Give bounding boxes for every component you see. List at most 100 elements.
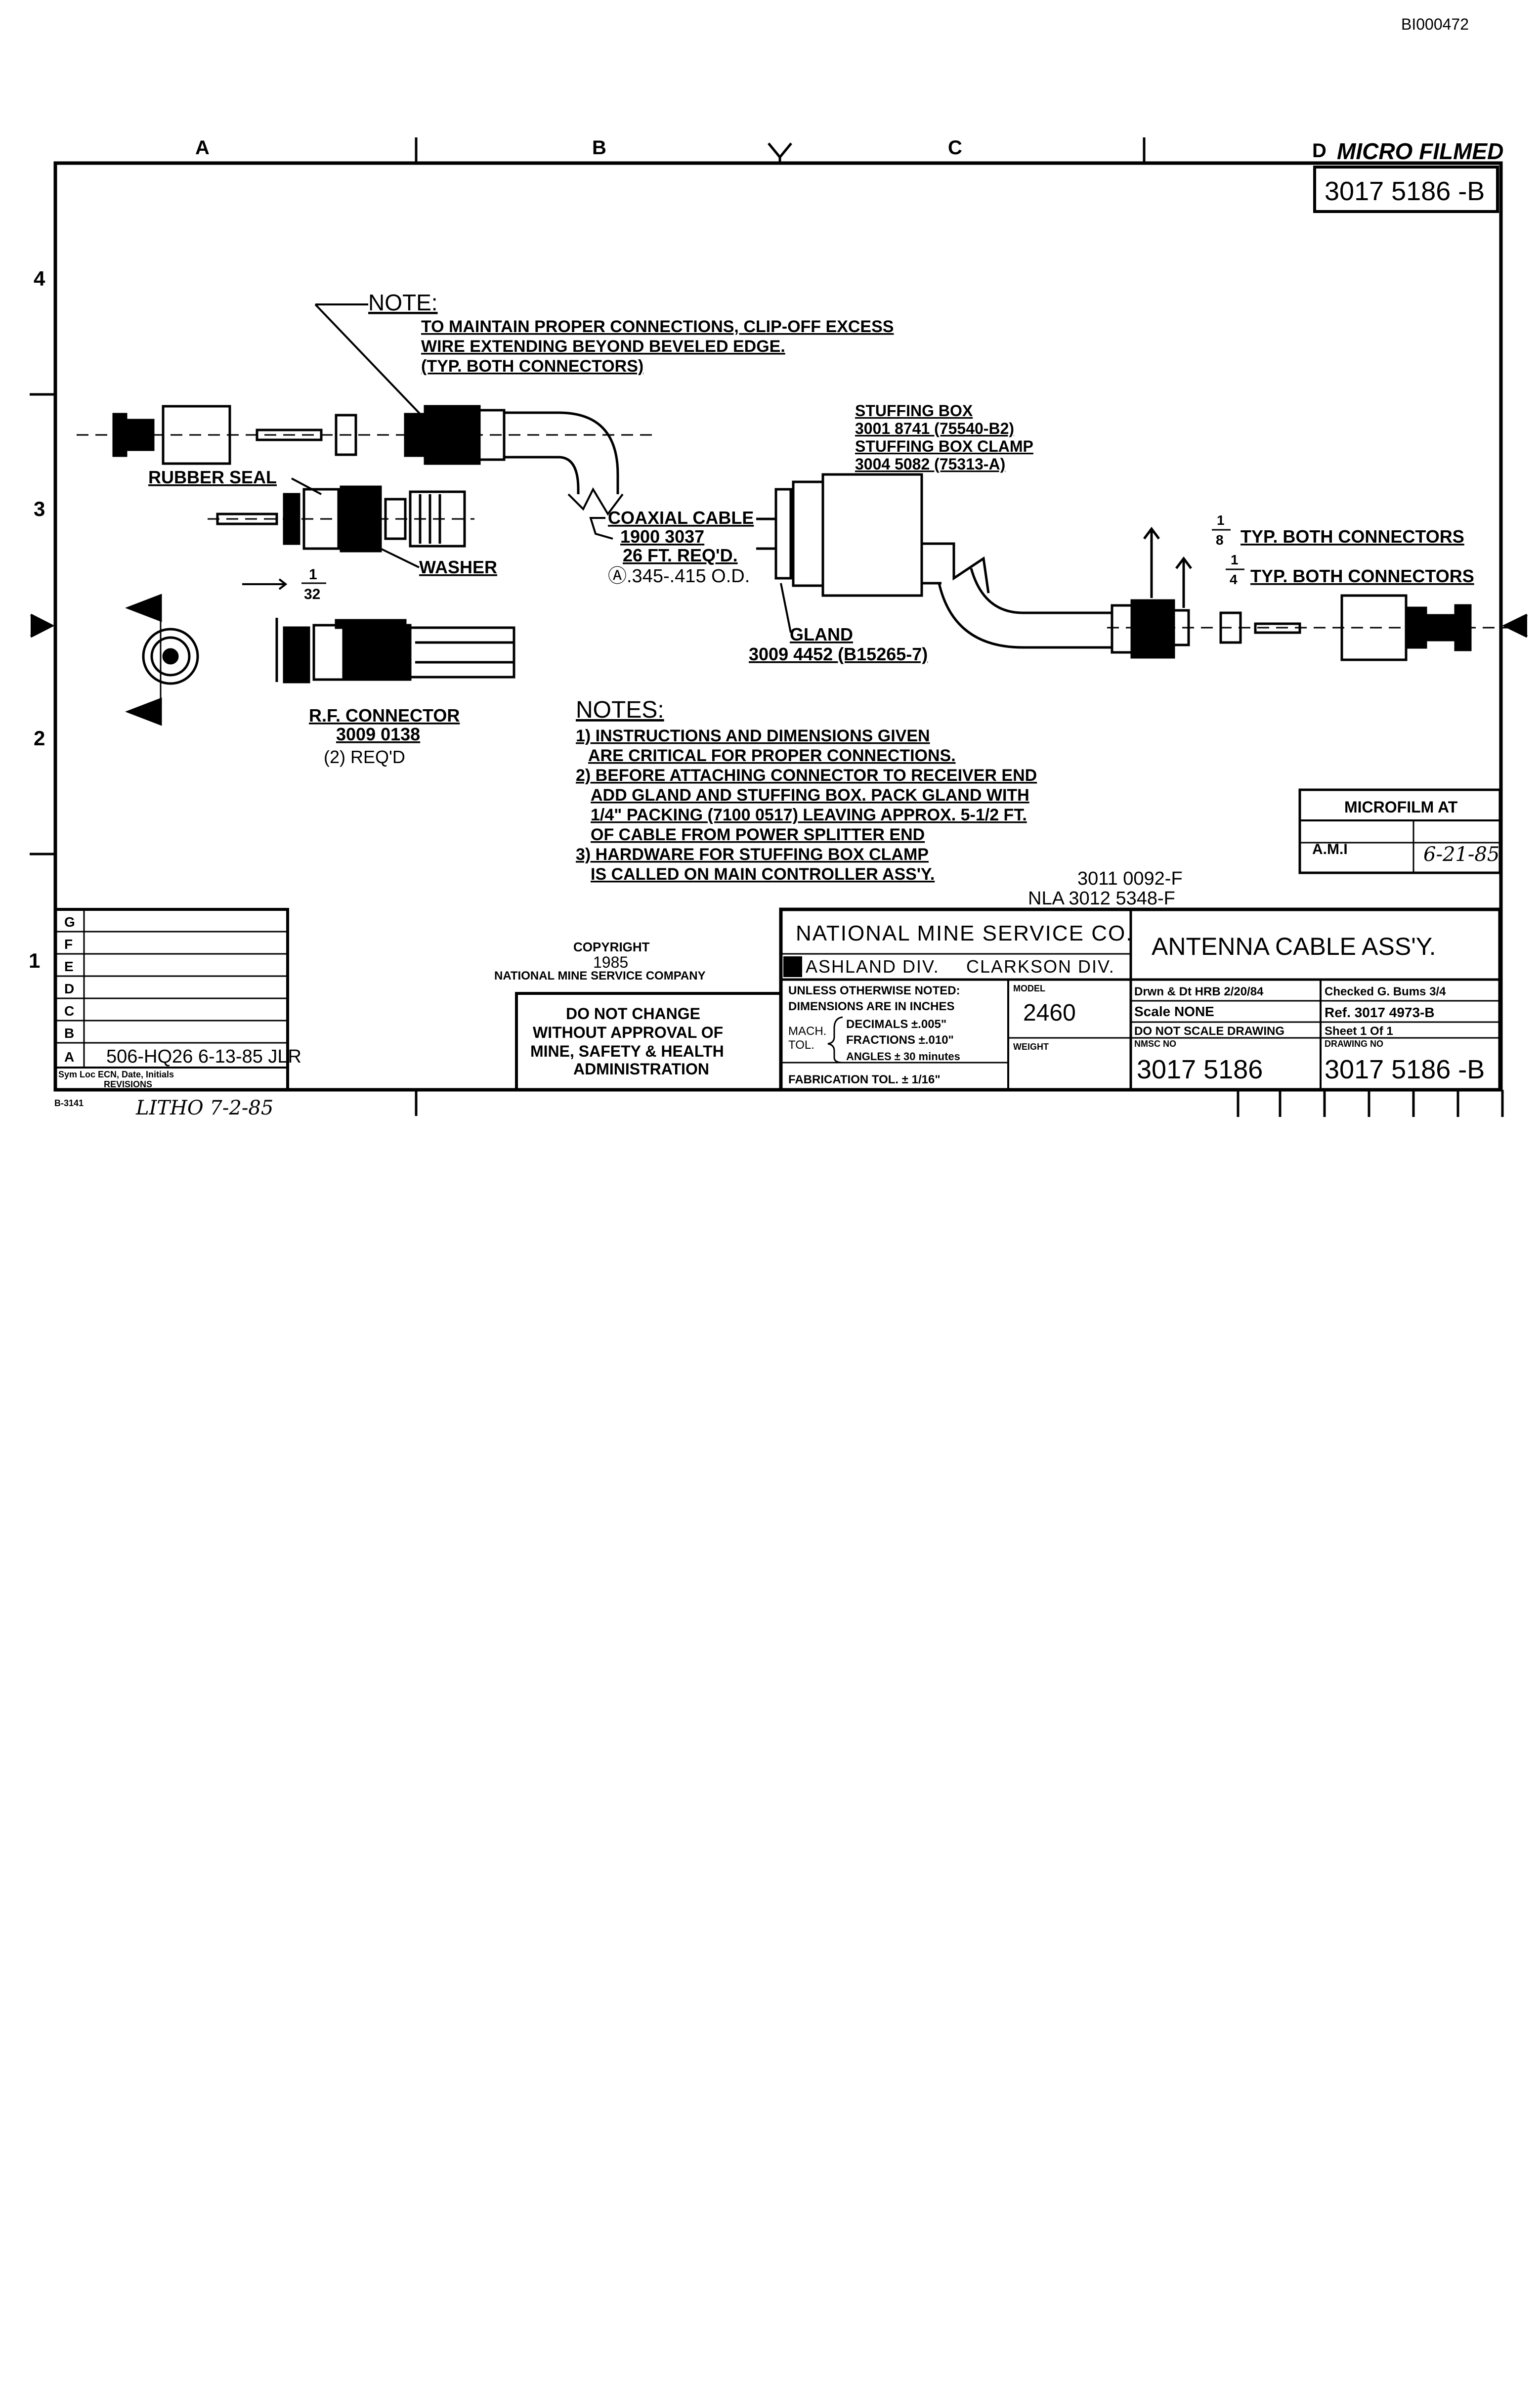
stuffing-line: 3001 8741 (75540-B2) [855, 420, 1014, 437]
notes-heading: NOTES: [576, 697, 664, 723]
bottom-ticks [415, 1090, 1504, 1117]
dimension-denominator: 8 [1216, 532, 1224, 548]
notes-line: ARE CRITICAL FOR PROPER CONNECTIONS. [588, 746, 956, 765]
dimension-numerator: 1 [1231, 552, 1239, 567]
reference-number: NLA 3012 5348-F [1028, 888, 1175, 909]
revision-letter: G [64, 914, 75, 930]
leader-line [291, 477, 322, 495]
dimensions-inches: DIMENSIONS ARE IN INCHES [788, 1000, 954, 1013]
gland-line: 3009 4452 (B15265-7) [749, 644, 928, 664]
division-left: ASHLAND DIV. [806, 956, 940, 977]
fractions-tolerance: FRACTIONS ±.010" [846, 1033, 954, 1047]
revision-letter: F [64, 937, 73, 952]
typ-both-connectors: TYP. BOTH CONNECTORS [1250, 566, 1474, 586]
zone-number: 1 [29, 949, 40, 972]
sheet-number: Sheet 1 Of 1 [1325, 1025, 1393, 1038]
notes-line: 1/4" PACKING (7100 0517) LEAVING APPROX.… [591, 806, 1027, 824]
zone-number: 2 [34, 727, 45, 750]
typ-both-connectors: TYP. BOTH CONNECTORS [1241, 526, 1464, 547]
coax-line: 1900 3037 [620, 526, 704, 547]
gland-label: GLAND 3009 4452 (B15265-7) [749, 583, 928, 664]
unless-noted: UNLESS OTHERWISE NOTED: [788, 984, 960, 997]
notes-line: ADD GLAND AND STUFFING BOX. PACK GLAND W… [591, 786, 1029, 805]
corner-drawing-number: 3017 5186 -B [1325, 176, 1485, 206]
copyright-line: COPYRIGHT [573, 940, 650, 954]
washer-label: WASHER [419, 557, 497, 577]
notes-line: 1) INSTRUCTIONS AND DIMENSIONS GIVEN [576, 727, 930, 745]
model-label: MODEL [1013, 984, 1045, 993]
note-line: (TYP. BOTH CONNECTORS) [421, 357, 643, 376]
copyright-company: NATIONAL MINE SERVICE COMPANY [494, 969, 706, 983]
corner-number-box [1313, 166, 1499, 213]
dimension-1-8: 1 8 TYP. BOTH CONNECTORS [1212, 513, 1464, 548]
fabrication-tolerance: FABRICATION TOL. ± 1/16" [788, 1073, 941, 1086]
rubber-seal-label: RUBBER SEAL [148, 467, 277, 487]
form-number: B-3141 [54, 1098, 84, 1108]
microfilm-date: 6-21-85 [1423, 843, 1499, 866]
notes-line: 3) HARDWARE FOR STUFFING BOX CLAMP [576, 845, 929, 864]
zone-ticks-top [415, 137, 1146, 163]
note-heading: NOTE: [368, 290, 438, 315]
do-not-change-line: DO NOT CHANGE [566, 1005, 700, 1023]
revision-letter: A [64, 1049, 74, 1065]
revision-letter: E [64, 959, 74, 974]
tolerance-brace [827, 1016, 843, 1064]
revision-letter: D [64, 981, 74, 996]
reference-drawing: Ref. 3017 4973-B [1325, 1005, 1435, 1020]
stuffing-line: 3004 5082 (75313-A) [855, 455, 1005, 473]
do-not-scale: DO NOT SCALE DRAWING [1134, 1025, 1284, 1038]
zone-letters-top: A B C D [195, 137, 1326, 162]
revisions-footer: Sym Loc ECN, Date, Initials [58, 1070, 174, 1079]
dimension-numerator: 1 [309, 566, 317, 583]
note-line: WIRE EXTENDING BEYOND BEVELED EDGE. [421, 337, 785, 356]
drawing-title: ANTENNA CABLE ASS'Y. [1152, 933, 1436, 960]
stuffing-line: STUFFING BOX CLAMP [855, 437, 1033, 455]
note-top: NOTE: TO MAINTAIN PROPER CONNECTIONS, CL… [314, 290, 894, 420]
stuffing-box-label: STUFFING BOX 3001 8741 (75540-B2) STUFFI… [855, 402, 1033, 473]
dimension-1-32: 1 32 [242, 566, 326, 602]
connector-exploded-right [1107, 526, 1522, 661]
zone-letter: D [1312, 140, 1326, 162]
tol-label: TOL. [788, 1038, 814, 1052]
rf-connector-label: R.F. CONNECTOR 3009 0138 (2) REQ'D [309, 705, 460, 767]
model-number: 2460 [1023, 1000, 1076, 1026]
dimension-denominator: 32 [304, 586, 320, 602]
do-not-change-box: DO NOT CHANGE WITHOUT APPROVAL OF MINE, … [515, 992, 782, 1091]
drawn-by: Drwn & Dt HRB 2/20/84 [1134, 985, 1264, 998]
title-block [779, 907, 1502, 1092]
zone-letter: B [592, 137, 606, 159]
microfilm-box: MICROFILM AT A.M.I 6-21-85 [1298, 788, 1501, 874]
revision-letters: G F E D C B A [64, 914, 75, 1065]
rf-line: (2) REQ'D [324, 747, 405, 767]
rf-line: 3009 0138 [336, 724, 420, 744]
company-name: NATIONAL MINE SERVICE CO. [796, 921, 1133, 945]
microfilmed-mark: MICRO FILMED [1337, 138, 1503, 164]
weight-label: WEIGHT [1013, 1042, 1049, 1052]
revision-letter: C [64, 1003, 74, 1019]
nmsc-label: NMSC NO [1134, 1039, 1176, 1049]
copyright-year: 1985 [593, 953, 628, 971]
do-not-change-line: MINE, SAFETY & HEALTH [530, 1042, 724, 1060]
litho-date: LITHO 7-2-85 [135, 1097, 273, 1119]
drawing-no-label: DRAWING NO [1325, 1039, 1383, 1049]
mach-label: MACH. [788, 1025, 826, 1038]
microfilm-title: MICROFILM AT [1344, 798, 1458, 816]
zone-numbers-side: 4 3 2 1 [29, 267, 45, 972]
leader-line [380, 548, 420, 568]
drawing-number: 3017 5186 -B [1325, 1055, 1485, 1084]
zone-letter: A [195, 137, 210, 159]
revisions-footer: REVISIONS [104, 1079, 152, 1089]
microfilm-label: A.M.I [1312, 841, 1348, 857]
dimension-1-4: 1 4 TYP. BOTH CONNECTORS [1226, 552, 1474, 587]
coax-line: Ⓐ.345-.415 O.D. [608, 566, 750, 587]
note-line: TO MAINTAIN PROPER CONNECTIONS, CLIP-OFF… [421, 317, 894, 336]
angles-tolerance: ANGLES ± 30 minutes [846, 1050, 960, 1063]
revision-letter: B [64, 1026, 74, 1041]
coax-line: COAXIAL CABLE [608, 508, 754, 528]
checked-by: Checked G. Bums 3/4 [1325, 985, 1446, 998]
leader-line [314, 303, 426, 420]
gland-line: GLAND [790, 624, 853, 644]
revisions-block [54, 908, 289, 1091]
dimension-numerator: 1 [1217, 513, 1225, 528]
